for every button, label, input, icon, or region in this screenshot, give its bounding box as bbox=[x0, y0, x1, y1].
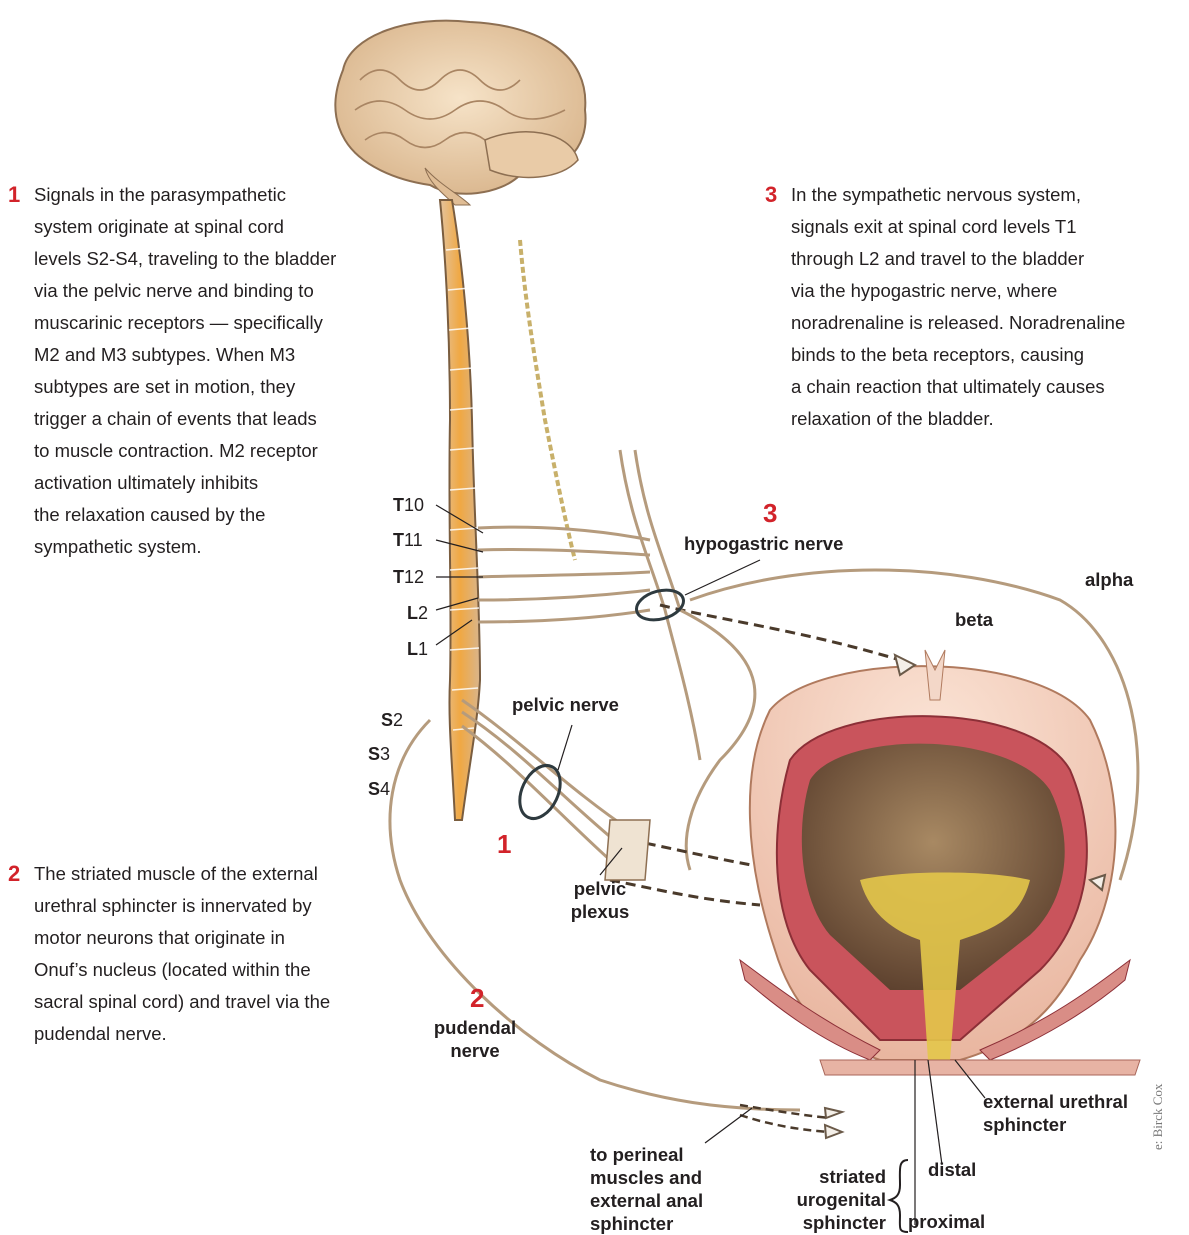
level-s4: S4 bbox=[368, 778, 390, 800]
level-t10: T10 bbox=[393, 494, 424, 516]
level-t12: T12 bbox=[393, 566, 424, 588]
level-letter: L bbox=[407, 603, 418, 623]
callout-3-sympathetic: 3 In the sympathetic nervous system, sig… bbox=[765, 179, 1185, 435]
level-number: 2 bbox=[418, 603, 428, 623]
label-alpha: alpha bbox=[1085, 568, 1133, 591]
callout-1-text: Signals in the parasympathetic system or… bbox=[8, 179, 408, 563]
label-to-perineal: to perineal muscles and external anal sp… bbox=[590, 1143, 703, 1235]
label-striated-urogenital-sphincter: striated urogenital sphincter bbox=[770, 1165, 886, 1234]
level-l2: L2 bbox=[407, 602, 428, 624]
level-l1: L1 bbox=[407, 638, 428, 660]
level-s2: S2 bbox=[381, 709, 403, 731]
level-number: 12 bbox=[404, 567, 424, 587]
level-number: 4 bbox=[380, 779, 390, 799]
callout-2-text: The striated muscle of the external uret… bbox=[8, 858, 408, 1050]
label-beta: beta bbox=[955, 608, 993, 631]
level-letter: L bbox=[407, 639, 418, 659]
label-proximal: proximal bbox=[908, 1210, 985, 1233]
bladder bbox=[740, 650, 1140, 1075]
level-s3: S3 bbox=[368, 743, 390, 765]
marker-1: 1 bbox=[497, 830, 511, 858]
label-pudendal-nerve: pudendal nerve bbox=[420, 1016, 530, 1062]
label-pelvic-nerve: pelvic nerve bbox=[512, 693, 619, 716]
level-t11: T11 bbox=[393, 529, 423, 551]
label-pelvic-plexus: pelvic plexus bbox=[555, 877, 645, 923]
level-number: 1 bbox=[418, 639, 428, 659]
sphincter-brace bbox=[890, 1160, 908, 1232]
callout-1-parasympathetic: 1 Signals in the parasympathetic system … bbox=[8, 179, 408, 563]
level-letter: T bbox=[393, 530, 404, 550]
level-letter: S bbox=[381, 710, 393, 730]
callout-2-number: 2 bbox=[8, 858, 20, 890]
sympathetic-chain bbox=[520, 240, 575, 560]
callout-2-pudendal: 2 The striated muscle of the external ur… bbox=[8, 858, 408, 1050]
level-letter: S bbox=[368, 744, 380, 764]
level-letter: S bbox=[368, 779, 380, 799]
callout-1-number: 1 bbox=[8, 179, 20, 211]
image-credit: e: Birck Cox bbox=[1150, 1090, 1166, 1150]
callout-3-text: In the sympathetic nervous system, signa… bbox=[765, 179, 1185, 435]
label-hypogastric-nerve: hypogastric nerve bbox=[684, 532, 843, 555]
callout-3-number: 3 bbox=[765, 179, 777, 211]
spinal-cord bbox=[440, 200, 480, 820]
level-number: 3 bbox=[380, 744, 390, 764]
marker-3: 3 bbox=[763, 499, 777, 527]
level-letter: T bbox=[393, 495, 404, 515]
level-number: 11 bbox=[404, 530, 423, 550]
label-external-urethral-sphincter: external urethral sphincter bbox=[983, 1090, 1128, 1136]
marker-2: 2 bbox=[470, 984, 484, 1012]
level-letter: T bbox=[393, 567, 404, 587]
level-number: 10 bbox=[404, 495, 424, 515]
pelvic-plexus-mesh bbox=[605, 820, 650, 880]
brain bbox=[335, 21, 585, 205]
label-distal: distal bbox=[928, 1158, 976, 1181]
level-number: 2 bbox=[393, 710, 403, 730]
